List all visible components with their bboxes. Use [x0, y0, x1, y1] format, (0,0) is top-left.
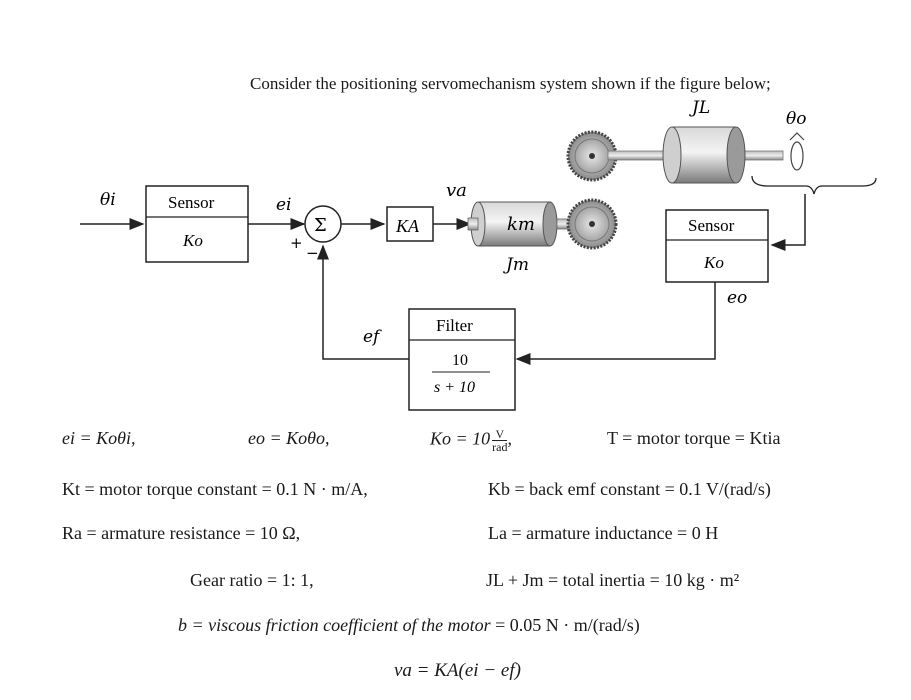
output-angle-label: θo	[786, 109, 806, 129]
filter-numerator: 10	[452, 352, 468, 369]
sensor-right-title: Sensor	[688, 216, 735, 235]
minus-sign: −	[306, 244, 319, 262]
ko-unit-numerator: V	[492, 428, 508, 441]
sensor-left-gain: Ko	[182, 231, 203, 250]
summing-symbol: Σ	[314, 215, 327, 236]
la-equation: La = armature inductance = 0 H	[488, 523, 719, 543]
output-to-sensor-arrow	[770, 194, 806, 251]
input-signal-label: θi	[100, 190, 116, 210]
sensor-right-block: Sensor Ko	[665, 209, 769, 283]
torque-equation: T = motor torque = Ktia	[607, 428, 781, 448]
filter-denominator: s + 10	[434, 379, 475, 396]
summing-junction: Σ	[304, 205, 342, 243]
sensor-right-gain: Ko	[703, 253, 724, 272]
rotation-indicator	[789, 132, 805, 171]
motor-constant-label: km	[507, 214, 535, 235]
eo-equation: eo = Koθo,	[248, 428, 330, 448]
feedback-signal-label: ef	[363, 327, 382, 347]
ko-prefix: Ko = 10	[430, 428, 491, 449]
ko-suffix: ,	[507, 428, 512, 449]
load-inertia-label: JL	[689, 98, 710, 118]
kt-equation: Kt = motor torque constant = 0.1 N · m/A…	[62, 479, 368, 499]
load-inertia	[662, 126, 746, 184]
ko-unit-denominator: rad	[492, 440, 508, 454]
sensor-left-block: Sensor Ko	[145, 185, 249, 263]
error-signal-label: ei	[276, 195, 292, 215]
friction-suffix: = 0.05 N · m/(rad/s)	[490, 615, 640, 635]
gear-ratio-equation: Gear ratio = 1: 1,	[190, 570, 314, 590]
inertia-equation: JL + Jm = total inertia = 10 kg · m²	[486, 570, 740, 590]
output-brace	[751, 175, 877, 195]
friction-equation: b = viscous friction coefficient of the …	[178, 615, 640, 636]
kb-equation: Kb = back emf constant = 0.1 V/(rad/s)	[488, 479, 771, 499]
sensor-left-title: Sensor	[168, 193, 215, 212]
ei-equation: ei = Koθi,	[62, 428, 136, 448]
gear-lower	[566, 198, 618, 250]
intro-text: Consider the positioning servomechanism …	[250, 74, 771, 93]
va-equation: va = KA(ei − ef)	[394, 660, 521, 681]
filter-block: Filter 10 s + 10	[408, 308, 516, 411]
filter-title: Filter	[436, 316, 473, 335]
plus-sign: +	[290, 234, 303, 252]
output-signal-label: eo	[727, 288, 747, 308]
sensor-to-filter-arrow	[515, 282, 716, 365]
motor-inertia-label: Jm	[503, 255, 529, 275]
ra-equation: Ra = armature resistance = 10 Ω,	[62, 523, 301, 543]
amplifier-block: KA	[386, 206, 434, 242]
armature-voltage-label: va	[446, 180, 467, 201]
friction-prefix: b = viscous friction coefficient of the …	[178, 615, 491, 635]
amplifier-label: KA	[395, 216, 420, 236]
feedback-arrow	[317, 244, 409, 360]
motor-body: km	[467, 201, 582, 247]
